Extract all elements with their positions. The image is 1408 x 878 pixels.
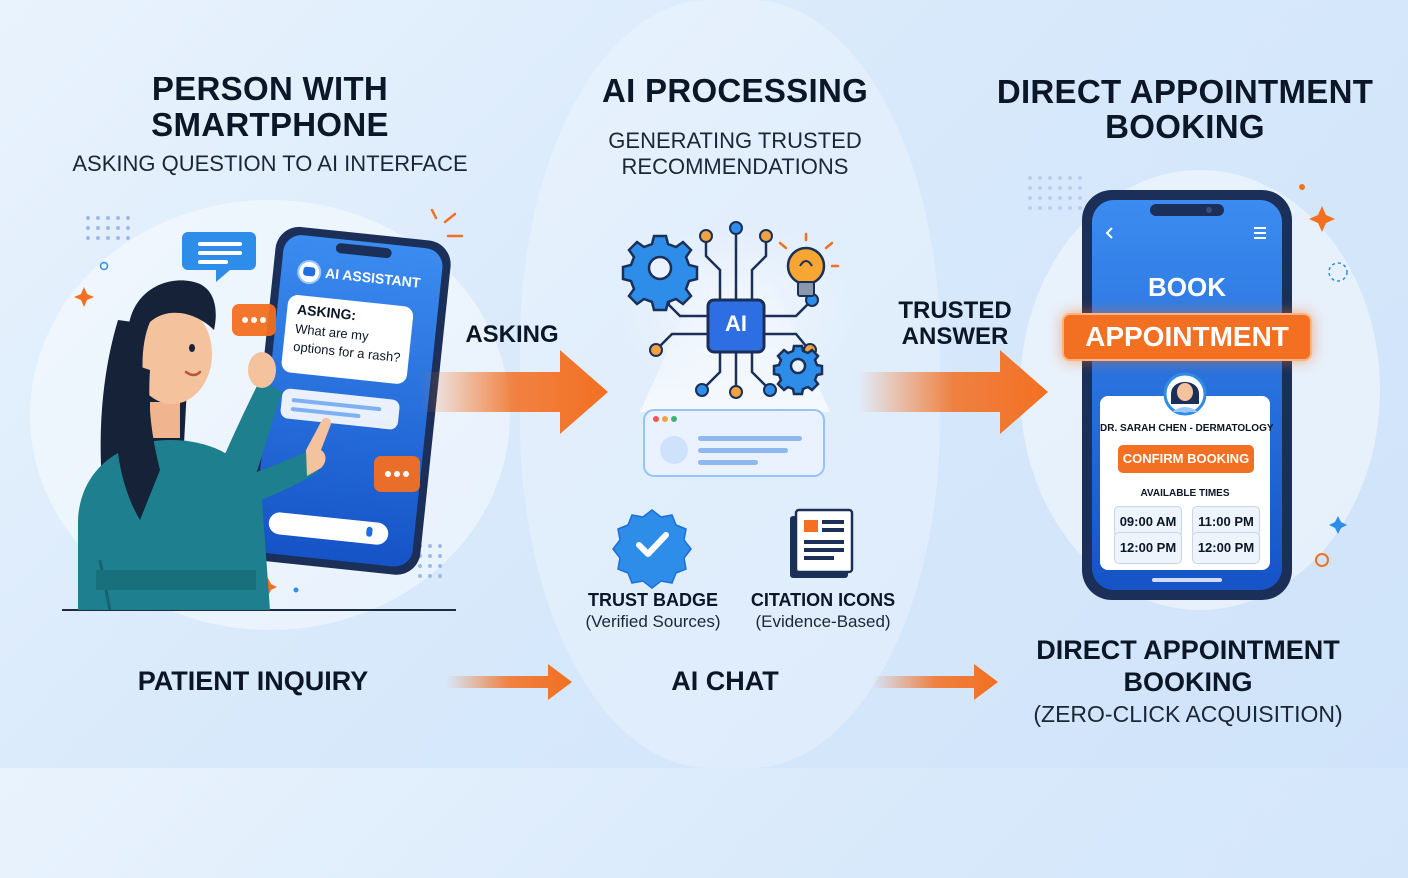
book-heading: BOOK [1148, 272, 1226, 302]
asking-arrow [420, 350, 608, 434]
left-subtitle: ASKING QUESTION TO AI INTERFACE [72, 151, 468, 176]
appointment-banner: APPOINTMENT [1062, 313, 1312, 361]
doctor-name: DR. SARAH CHEN - DERMATOLOGY [1100, 423, 1274, 434]
illustration-canvas [62, 176, 1348, 700]
patient-inquiry-label: PATIENT INQUIRY [137, 666, 369, 696]
circuit-lines-icon [659, 232, 809, 388]
right-title-line2: BOOKING [1105, 108, 1265, 145]
trust-badge-icon [612, 509, 692, 589]
back-chevron-icon [1105, 227, 1113, 239]
trust-badge-title: TRUST BADGE [588, 590, 718, 610]
asking-arrow-label: ASKING [465, 321, 559, 348]
gear-icon [621, 234, 699, 312]
right-bottom-line2: BOOKING [1123, 667, 1253, 697]
trust-badge-subtitle: (Verified Sources) [585, 612, 721, 631]
ring-decoration [1315, 553, 1329, 567]
woman-illustration [78, 280, 332, 611]
dot-grid-left [86, 216, 130, 240]
chat-window-panel [643, 409, 825, 477]
chat-bubble-icon [182, 232, 256, 282]
citation-icons-title: CITATION ICONS [750, 590, 896, 610]
ai-chip [706, 298, 766, 354]
middle-subtitle-line2: RECOMMENDATIONS [621, 154, 849, 179]
ring-decoration [1328, 262, 1348, 282]
ai-chat-label: AI CHAT [671, 666, 779, 696]
trusted-answer-label-line2: ANSWER [901, 323, 1009, 350]
right-bottom-line1: DIRECT APPOINTMENT [1036, 635, 1340, 665]
confirm-booking-button[interactable]: CONFIRM BOOKING [1118, 445, 1254, 473]
ring-decoration [1299, 184, 1305, 190]
dot-grid-right [1028, 176, 1082, 210]
ai-chip-label: AI [725, 311, 747, 336]
time-slot[interactable]: 12:00 PM [1114, 532, 1182, 564]
right-bottom-line3: (ZERO-CLICK ACQUISITION) [1033, 701, 1343, 727]
motion-lines-icon [430, 208, 464, 238]
bottom-arrow-left [446, 664, 572, 700]
time-slot[interactable]: 12:00 PM [1192, 532, 1260, 564]
available-times-label: AVAILABLE TIMES [1140, 488, 1230, 499]
ring-decoration [293, 587, 299, 593]
ring-decoration [99, 261, 109, 271]
gear-icon [772, 344, 824, 396]
dot-grid-left-bottom [418, 544, 442, 578]
bottom-arrow-right [872, 664, 998, 700]
lightbulb-icon [778, 232, 840, 297]
left-title-line1: PERSON WITH [151, 70, 389, 107]
typing-bubble-icon [374, 456, 420, 492]
citation-book-icon [790, 508, 854, 578]
trusted-answer-label-line1: TRUSTED [898, 297, 1012, 324]
menu-icon [1254, 227, 1266, 239]
middle-title: AI PROCESSING [601, 72, 869, 109]
citation-icons-subtitle: (Evidence-Based) [755, 612, 891, 631]
middle-subtitle-line1: GENERATING TRUSTED [608, 128, 862, 153]
typing-bubble-icon [232, 304, 276, 336]
right-title-line1: DIRECT APPOINTMENT [996, 73, 1374, 110]
left-title-line2: SMARTPHONE [151, 106, 389, 143]
trusted-answer-arrow [858, 350, 1048, 434]
